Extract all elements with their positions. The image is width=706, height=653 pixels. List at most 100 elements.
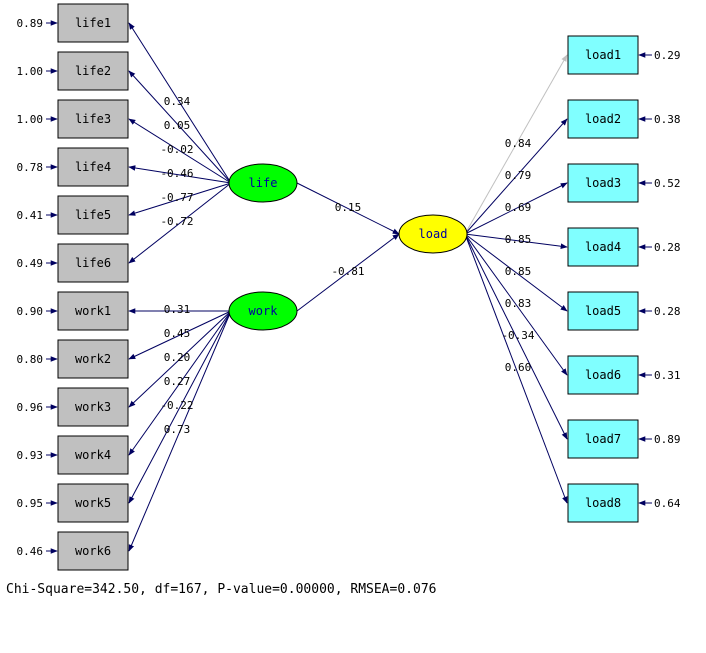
indicator-label: life4 — [75, 160, 111, 174]
error-variance-life5: 0.41 — [17, 209, 44, 222]
life-loading-label-4: -0.46 — [160, 167, 193, 180]
indicator-label: load8 — [585, 496, 621, 510]
indicator-life4: life4 — [57, 147, 129, 187]
indicator-load6: load6 — [567, 355, 639, 395]
structural-path-life-load — [296, 182, 400, 235]
load-loading-label-3: 0.69 — [505, 201, 532, 214]
load-loading-path-2 — [464, 118, 568, 235]
work-loading-label-4: 0.27 — [164, 375, 191, 388]
indicator-life2: life2 — [57, 51, 129, 91]
error-variance-life1: 0.89 — [17, 17, 44, 30]
error-variance-load5: 0.28 — [654, 305, 681, 318]
structural-label-work-load: -0.81 — [331, 265, 364, 278]
indicator-work3: work3 — [57, 387, 129, 427]
error-variance-load7: 0.89 — [654, 433, 681, 446]
indicator-life5: life5 — [57, 195, 129, 235]
load-loading-label-8: 0.60 — [505, 361, 532, 374]
latent-ellipse — [228, 291, 298, 331]
work-loading-path-5 — [128, 310, 232, 504]
load-loading-label-6: 0.83 — [505, 297, 532, 310]
life-loading-path-1 — [128, 22, 232, 184]
load-loading-path-5 — [464, 233, 568, 312]
indicator-label: work1 — [75, 304, 111, 318]
indicator-label: load5 — [585, 304, 621, 318]
indicator-label: work2 — [75, 352, 111, 366]
error-variance-load3: 0.52 — [654, 177, 681, 190]
error-variance-work5: 0.95 — [17, 497, 44, 510]
error-variance-life2: 1.00 — [17, 65, 44, 78]
latent-ellipse — [398, 214, 468, 254]
indicator-box — [567, 163, 639, 203]
work-loading-label-1: 0.31 — [164, 303, 191, 316]
work-loading-label-5: -0.22 — [160, 399, 193, 412]
work-loading-label-6: 0.73 — [164, 423, 191, 436]
indicator-label: life5 — [75, 208, 111, 222]
error-variance-life3: 1.00 — [17, 113, 44, 126]
indicator-work6: work6 — [57, 531, 129, 571]
error-variance-load1: 0.29 — [654, 49, 681, 62]
life-loading-path-2 — [128, 70, 232, 184]
load-loading-path-4 — [464, 233, 568, 249]
load-loading-label-1: 0.84 — [505, 137, 532, 150]
work-loading-path-4 — [128, 310, 232, 456]
indicator-box — [57, 99, 129, 139]
indicator-life1: life1 — [57, 3, 129, 43]
indicator-load5: load5 — [567, 291, 639, 331]
load-loading-label-2: 0.79 — [505, 169, 532, 182]
work-loading-path-2 — [128, 310, 232, 360]
labels-layer: 0.340.05-0.02-0.46-0.77-0.720.310.450.20… — [17, 17, 681, 558]
work-loading-path-3 — [128, 310, 232, 408]
life-loading-label-6: -0.72 — [160, 215, 193, 228]
indicator-life6: life6 — [57, 243, 129, 283]
error-variance-work4: 0.93 — [17, 449, 44, 462]
indicator-box — [57, 483, 129, 523]
paths-layer — [46, 20, 652, 554]
indicator-box — [57, 531, 129, 571]
indicator-label: work3 — [75, 400, 111, 414]
work-loading-label-3: 0.20 — [164, 351, 191, 364]
indicator-box — [567, 291, 639, 331]
load-loading-path-1 — [464, 54, 568, 235]
indicator-label: load7 — [585, 432, 621, 446]
indicator-box — [57, 435, 129, 475]
load-loading-path-7 — [464, 233, 568, 440]
indicator-box — [567, 227, 639, 267]
load-loading-path-3 — [464, 182, 568, 235]
latent-label: load — [419, 227, 448, 241]
indicator-label: load3 — [585, 176, 621, 190]
life-loading-path-6 — [128, 182, 232, 264]
error-variance-work2: 0.80 — [17, 353, 44, 366]
indicator-label: work5 — [75, 496, 111, 510]
error-variance-work6: 0.46 — [17, 545, 44, 558]
indicator-label: load6 — [585, 368, 621, 382]
life-loading-path-5 — [128, 182, 232, 216]
indicator-label: work6 — [75, 544, 111, 558]
structural-path-work-load — [296, 233, 400, 312]
life-loading-label-5: -0.77 — [160, 191, 193, 204]
indicator-load4: load4 — [567, 227, 639, 267]
indicator-box — [57, 291, 129, 331]
fit-statistics: Chi-Square=342.50, df=167, P-value=0.000… — [6, 582, 436, 597]
indicator-label: life1 — [75, 16, 111, 30]
indicator-load3: load3 — [567, 163, 639, 203]
indicator-work5: work5 — [57, 483, 129, 523]
indicator-box — [567, 419, 639, 459]
indicator-load1: load1 — [567, 35, 639, 75]
indicator-box — [567, 355, 639, 395]
indicator-work4: work4 — [57, 435, 129, 475]
error-variance-load6: 0.31 — [654, 369, 681, 382]
error-variance-life6: 0.49 — [17, 257, 44, 270]
life-loading-path-4 — [128, 165, 232, 184]
latent-label: work — [249, 304, 279, 318]
latent-work: work — [228, 291, 298, 331]
indicator-life3: life3 — [57, 99, 129, 139]
error-variance-load8: 0.64 — [654, 497, 681, 510]
latent-ellipse — [228, 163, 298, 203]
load-loading-label-7: -0.34 — [501, 329, 534, 342]
nodes-layer: life1 life2 life3 life4 life5 life6 work1 work2… — [57, 3, 639, 571]
latent-label: life — [249, 176, 278, 190]
work-loading-path-6 — [128, 310, 232, 552]
latent-load: load — [398, 214, 468, 254]
indicator-label: life6 — [75, 256, 111, 270]
